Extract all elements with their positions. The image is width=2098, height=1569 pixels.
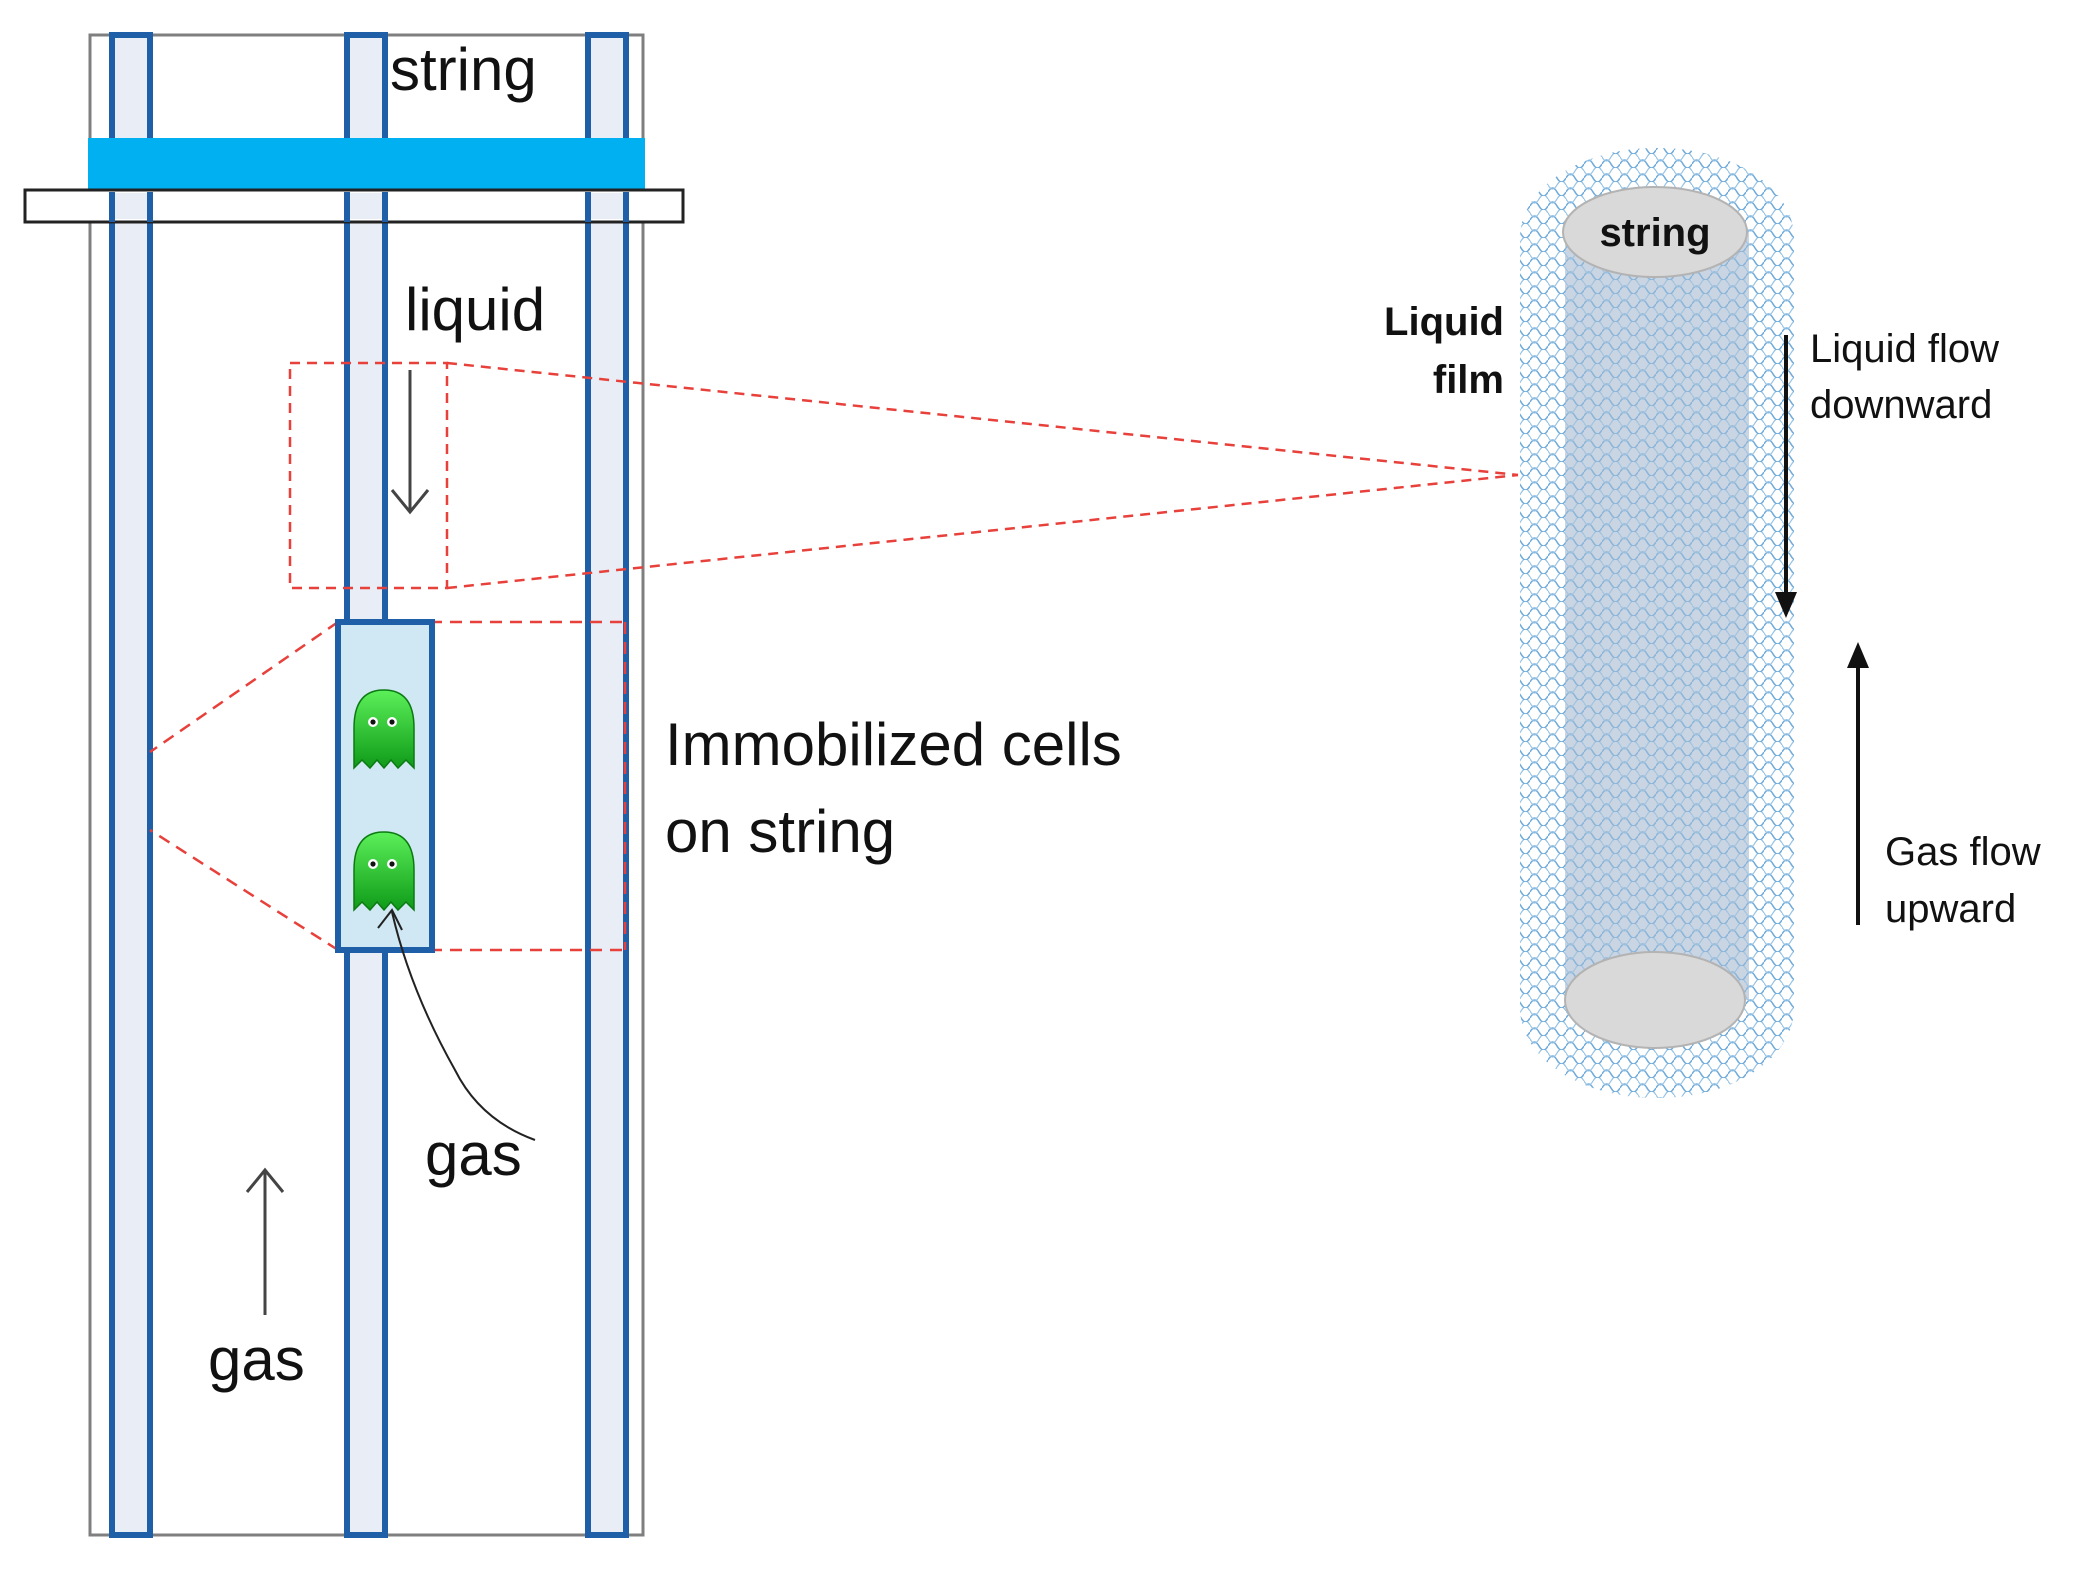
liquid-flow-label-line2: downward xyxy=(1810,383,1992,427)
green-ghost-icon xyxy=(353,689,415,770)
string-right xyxy=(585,32,629,1538)
gas-pointer-arrow xyxy=(377,908,536,1141)
film-cylinder: string xyxy=(1520,148,1794,1098)
liquid-film-label-line2: film xyxy=(1433,358,1504,402)
zoom-box-cells xyxy=(149,620,627,952)
liquid-down-arrow xyxy=(390,370,430,515)
gas-flow-up-arrow xyxy=(1847,642,1869,925)
liquid-flow-label-line1: Liquid flow xyxy=(1810,327,1999,371)
support-band xyxy=(88,138,645,192)
string-label-top: string xyxy=(390,36,537,103)
liquid-film-label-line1: Liquid xyxy=(1384,300,1504,344)
gas-outer-label: gas xyxy=(208,1326,305,1393)
gas-flow-label-line2: upward xyxy=(1885,887,2016,931)
string-bottom-ellipse xyxy=(1564,951,1746,1049)
string-left xyxy=(109,32,153,1538)
string-cylinder-label: string xyxy=(1599,211,1710,255)
liquid-label: liquid xyxy=(405,276,545,343)
gas-up-arrow xyxy=(245,1167,285,1315)
gas-inner-label: gas xyxy=(425,1121,522,1188)
gas-flow-label-line1: Gas flow xyxy=(1885,830,2041,874)
immobilized-label-line1: Immobilized cells xyxy=(665,711,1122,778)
reactor-column: string liquid xyxy=(23,32,1122,1538)
zoom-box-liquid xyxy=(288,361,449,590)
string-top-ellipse xyxy=(1562,186,1748,278)
zoom-connector-lines xyxy=(446,361,1519,590)
immobilized-label-line2: on string xyxy=(665,798,895,865)
green-ghost-icon xyxy=(353,831,415,912)
liquid-flow-down-arrow xyxy=(1775,335,1797,618)
